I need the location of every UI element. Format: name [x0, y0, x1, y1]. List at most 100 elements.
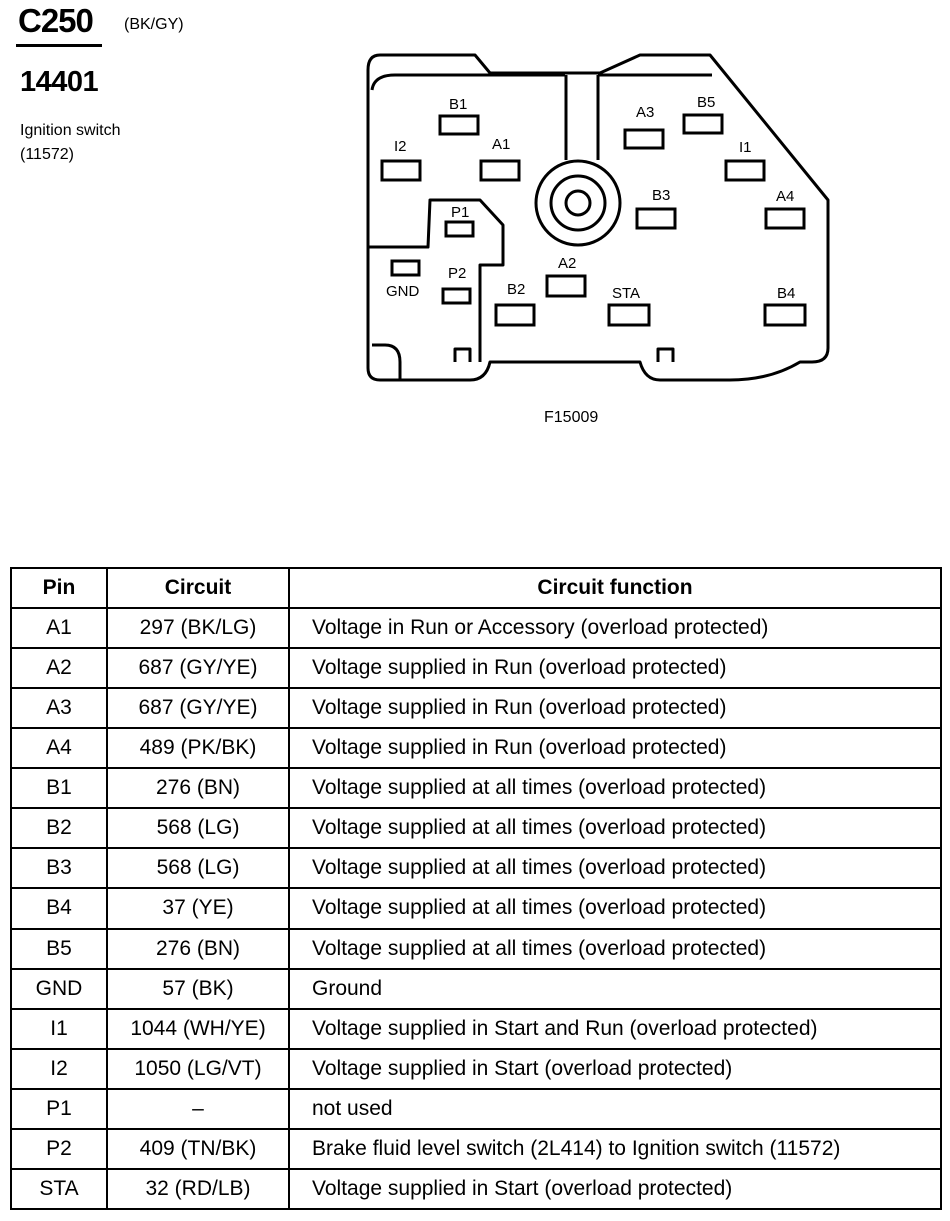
cell-pin: P2: [10, 1127, 108, 1170]
left-step-outline: [368, 198, 505, 362]
cell-circuit: 687 (GY/YE): [106, 647, 290, 690]
cell-circuit-function: Voltage supplied at all times (overload …: [288, 767, 942, 810]
pin-label-p2: P2: [448, 265, 466, 282]
cell-circuit-function: Voltage supplied at all times (overload …: [288, 847, 942, 890]
pin-label-b4: B4: [777, 285, 795, 302]
connector-face-diagram: B1 A1 I2 A3 B5 I1 B3 A4 P1 GND P2 A2 B2 …: [366, 53, 830, 382]
cell-circuit: 276 (BN): [106, 767, 290, 810]
pin-slot-b3: [635, 207, 677, 230]
pin-slot-b1: [438, 114, 480, 136]
connector-housing-outline: [366, 53, 830, 382]
cell-circuit-function: Voltage supplied in Start (overload prot…: [288, 1047, 942, 1090]
header-circuit-function: Circuit function: [288, 567, 942, 609]
cell-circuit-function: Voltage supplied at all times (overload …: [288, 927, 942, 970]
table-header-row: Pin Circuit Circuit function: [10, 567, 942, 609]
cell-circuit-function: not used: [288, 1087, 942, 1130]
cell-circuit: 1050 (LG/VT): [106, 1047, 290, 1090]
cell-pin: B4: [10, 887, 108, 930]
cell-circuit-function: Voltage supplied in Start and Run (overl…: [288, 1007, 942, 1050]
corner-latch: [372, 343, 402, 380]
pin-label-i2: I2: [394, 138, 407, 155]
connector-id: C250: [18, 2, 94, 39]
key-ring-middle: [549, 174, 607, 232]
pin-slot-p1: [444, 220, 475, 238]
key-ring-inner: [564, 189, 592, 217]
pin-label-b3: B3: [652, 187, 670, 204]
cell-circuit: 32 (RD/LB): [106, 1167, 290, 1211]
key-channel: [564, 75, 600, 160]
table-row: P1–not used: [10, 1087, 942, 1130]
connector-color: (BK/GY): [124, 16, 184, 33]
cell-circuit-function: Voltage supplied at all times (overload …: [288, 887, 942, 930]
pin-label-a3: A3: [636, 104, 654, 121]
cell-circuit-function: Voltage supplied at all times (overload …: [288, 807, 942, 850]
cell-circuit: 489 (PK/BK): [106, 727, 290, 770]
cell-circuit: 1044 (WH/YE): [106, 1007, 290, 1050]
cell-circuit: 57 (BK): [106, 967, 290, 1010]
component-name: Ignition switch: [20, 122, 121, 139]
pin-label-gnd: GND: [386, 283, 420, 300]
cell-pin: GND: [10, 967, 108, 1010]
pin-label-b2: B2: [507, 281, 525, 298]
cell-pin: A3: [10, 687, 108, 730]
cell-circuit-function: Voltage supplied in Run (overload protec…: [288, 727, 942, 770]
figure-code: F15009: [544, 409, 599, 426]
pin-label-i1: I1: [739, 139, 752, 156]
connector-top-lip: [370, 73, 712, 91]
pin-label-a4: A4: [776, 188, 794, 205]
key-ring-outer: [534, 159, 622, 247]
cell-circuit-function: Voltage in Run or Accessory (overload pr…: [288, 606, 942, 650]
cell-pin: A4: [10, 727, 108, 770]
cell-circuit: 568 (LG): [106, 847, 290, 890]
cell-circuit-function: Voltage supplied in Run (overload protec…: [288, 687, 942, 730]
cell-circuit: 687 (GY/YE): [106, 687, 290, 730]
cell-pin: A1: [10, 606, 108, 650]
connector-id-underline: [16, 44, 102, 47]
pin-slot-a3: [623, 128, 665, 150]
cell-circuit: –: [106, 1087, 290, 1130]
part-number: 14401: [20, 66, 99, 98]
cell-circuit: 297 (BK/LG): [106, 606, 290, 650]
cell-circuit: 568 (LG): [106, 807, 290, 850]
pin-label-a1: A1: [492, 136, 510, 153]
cell-circuit-function: Voltage supplied in Start (overload prot…: [288, 1167, 942, 1211]
cell-pin: I1: [10, 1007, 108, 1050]
pin-slot-p2: [441, 287, 472, 305]
cell-circuit: 37 (YE): [106, 887, 290, 930]
component-number: (11572): [20, 146, 74, 163]
notch-left: [453, 347, 472, 362]
cell-circuit-function: Voltage supplied in Run (overload protec…: [288, 647, 942, 690]
cell-circuit: 276 (BN): [106, 927, 290, 970]
cell-pin: STA: [10, 1167, 108, 1211]
pin-slot-b5: [682, 113, 724, 135]
cell-circuit-function: Ground: [288, 967, 942, 1010]
pin-slot-gnd: [390, 259, 421, 277]
cell-pin: B1: [10, 767, 108, 810]
cell-circuit: 409 (TN/BK): [106, 1127, 290, 1170]
pin-label-b5: B5: [697, 94, 715, 111]
cell-circuit-function: Brake fluid level switch (2L414) to Igni…: [288, 1127, 942, 1170]
cell-pin: A2: [10, 647, 108, 690]
pin-slot-b2: [494, 303, 536, 327]
cell-pin: B2: [10, 807, 108, 850]
notch-right: [656, 347, 675, 362]
pin-slot-a1: [479, 159, 521, 182]
pin-slot-sta: [607, 303, 651, 327]
header-pin: Pin: [10, 567, 108, 609]
pin-label-a2: A2: [558, 255, 576, 272]
pin-label-sta: STA: [612, 285, 640, 302]
